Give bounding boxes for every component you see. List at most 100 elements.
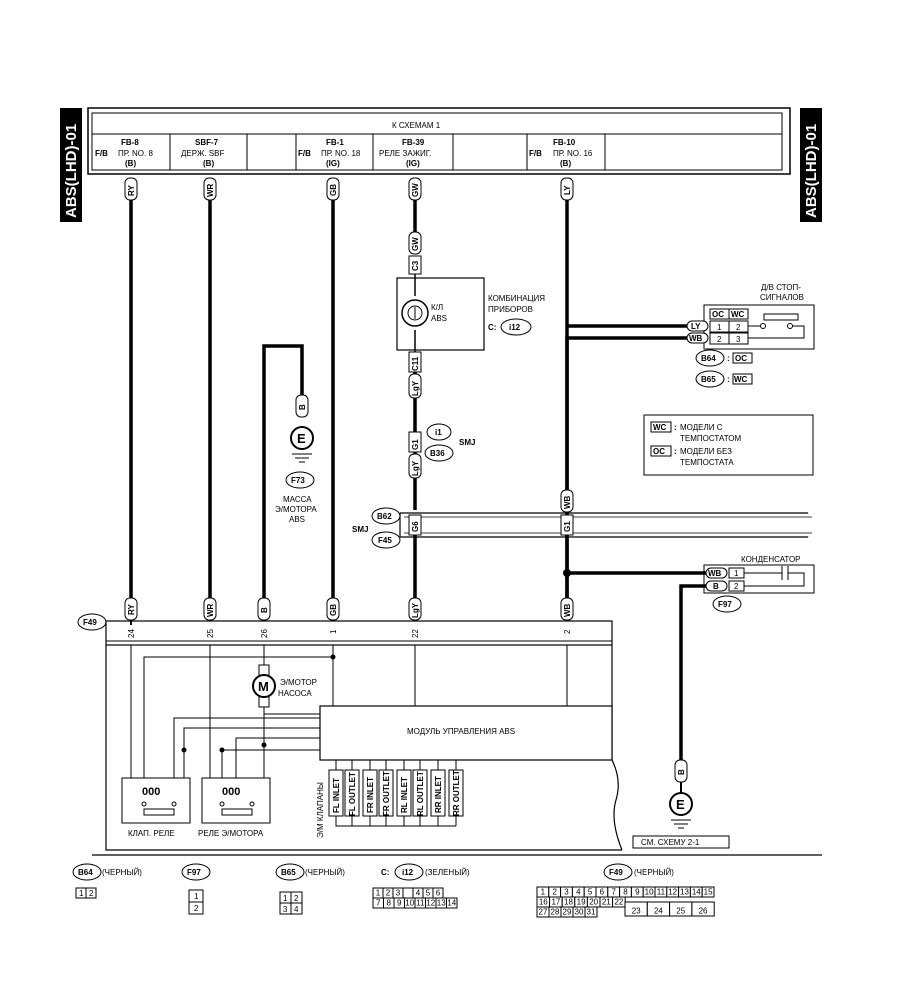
svg-text:F97: F97: [718, 600, 732, 609]
svg-text:LgY: LgY: [411, 602, 420, 618]
pin-number: 1: [541, 888, 546, 897]
svg-text:LgY: LgY: [411, 460, 420, 476]
svg-text:FR INLET: FR INLET: [366, 777, 375, 813]
ground-f73: E F73 МАССА Э/МОТОРА ABS: [275, 426, 317, 524]
svg-text:25: 25: [206, 629, 215, 638]
pin-number: 1: [376, 889, 381, 898]
svg-text:B65: B65: [701, 375, 716, 384]
svg-text:24: 24: [127, 629, 136, 638]
svg-text:RL INLET: RL INLET: [400, 777, 409, 813]
side-label-left: ABS(LHD)-01: [60, 108, 82, 222]
pin-number: 23: [632, 907, 641, 916]
ground-icon: [290, 426, 314, 450]
svg-text:3: 3: [283, 905, 288, 914]
svg-text:(ЗЕЛЕНЫЙ): (ЗЕЛЕНЫЙ): [425, 868, 470, 877]
pin-number: 11: [657, 888, 666, 897]
svg-text:B64: B64: [78, 868, 93, 877]
pin-number: 13: [680, 888, 689, 897]
svg-text:SMJ: SMJ: [352, 525, 368, 534]
pin-number: 10: [645, 888, 654, 897]
svg-text:FB-8: FB-8: [121, 138, 139, 147]
svg-text:F49: F49: [609, 868, 623, 877]
svg-text:Э/МОТОРА: Э/МОТОРА: [275, 505, 317, 514]
svg-text:G6: G6: [411, 521, 420, 532]
svg-text:C11: C11: [411, 356, 420, 371]
pin-number: 20: [589, 898, 598, 907]
svg-text:1: 1: [734, 569, 739, 578]
smj-lower: G6 G1 B62 F45 SMJ: [352, 507, 817, 549]
svg-text:G1: G1: [411, 439, 420, 450]
side-label-right: ABS(LHD)-01: [800, 108, 822, 222]
svg-text:КОНДЕНСАТОР: КОНДЕНСАТОР: [741, 555, 801, 564]
pin-number: 24: [654, 907, 663, 916]
svg-text:Э/МОТОР: Э/МОТОР: [280, 678, 317, 687]
svg-text:RR INLET: RR INLET: [434, 776, 443, 813]
svg-text::: :: [727, 354, 730, 363]
svg-text:000: 000: [222, 786, 240, 798]
svg-text:(B): (B): [125, 159, 136, 168]
wire-tag-lgy-upper: LgY: [408, 453, 422, 479]
connector-g1-upper: G1: [408, 431, 422, 453]
svg-text:RL OUTLET: RL OUTLET: [416, 771, 425, 816]
svg-text::: :: [674, 447, 677, 456]
svg-text:НАСОСА: НАСОСА: [278, 689, 312, 698]
pin-number: 11: [416, 899, 425, 908]
wire-tag-b-bottom: B: [257, 597, 271, 621]
module-title: МОДУЛЬ УПРАВЛЕНИЯ ABS: [407, 727, 515, 736]
svg-text:LgY: LgY: [411, 380, 420, 396]
svg-text:F/B: F/B: [298, 149, 311, 158]
pin-number: 2: [386, 889, 391, 898]
brake-light-switch: Д/В СТОП- СИГНАЛОВ OC WC 1 2 2 3 LY WB B…: [686, 283, 815, 388]
see-scheme: СМ. СХЕМУ 2-1: [641, 838, 700, 847]
svg-text:B: B: [298, 404, 307, 410]
svg-text:OC: OC: [653, 447, 665, 456]
svg-text:WR: WR: [206, 603, 215, 617]
svg-text:GW: GW: [411, 237, 420, 251]
svg-text:1: 1: [717, 323, 722, 332]
svg-text:FR OUTLET: FR OUTLET: [382, 771, 391, 816]
svg-text:B: B: [713, 582, 719, 591]
svg-text:МОДЕЛИ БЕЗ: МОДЕЛИ БЕЗ: [680, 447, 732, 456]
connector-view-b65: B65 (ЧЕРНЫЙ) 1 2 3 4: [275, 863, 345, 915]
pin-number: 12: [426, 899, 435, 908]
connector-views: B64 (ЧЕРНЫЙ) 1 2 F97 1 2 B65 (ЧЕРНЫЙ) 1: [72, 863, 715, 918]
pin-number: 3: [564, 888, 569, 897]
svg-text:B65: B65: [281, 868, 296, 877]
valve-relay: 000 КЛАП. РЕЛЕ: [121, 777, 191, 838]
pin-cell: [402, 887, 414, 899]
pin-number: 5: [426, 889, 431, 898]
wire-tag-lgy-bottom: LgY: [408, 597, 422, 621]
pin-number: 14: [447, 899, 456, 908]
svg-text:WC: WC: [653, 423, 667, 432]
pin-number: 2: [552, 888, 557, 897]
pin-cell: [691, 901, 715, 917]
abs-module: M Э/МОТОР НАСОСА МОДУЛЬ УПРАВЛЕНИЯ ABS F…: [105, 645, 623, 851]
pin-cell: [584, 906, 598, 918]
header-title: К СХЕМАМ 1: [392, 121, 441, 130]
svg-text:C:: C:: [488, 323, 496, 332]
svg-text:КЛАП. РЕЛЕ: КЛАП. РЕЛЕ: [128, 829, 175, 838]
svg-text:ABS: ABS: [431, 314, 447, 323]
wire-tag-ly-top: LY: [560, 177, 574, 201]
svg-text:i12: i12: [402, 868, 414, 877]
svg-text:МОДЕЛИ С: МОДЕЛИ С: [680, 423, 723, 432]
pin-number: 18: [564, 898, 573, 907]
svg-text:B36: B36: [430, 449, 445, 458]
pin-number: 27: [539, 908, 548, 917]
svg-text:SMJ: SMJ: [459, 438, 475, 447]
pin-number: 7: [376, 899, 381, 908]
svg-text:МАССА: МАССА: [283, 495, 312, 504]
pin-number: 16: [539, 898, 548, 907]
svg-text:(ЧЕРНЫЙ): (ЧЕРНЫЙ): [634, 868, 674, 877]
svg-text:000: 000: [142, 786, 160, 798]
svg-text:ПР. NO. 18: ПР. NO. 18: [321, 149, 361, 158]
svg-text:(B): (B): [560, 159, 571, 168]
svg-text:(B): (B): [203, 159, 214, 168]
pin-number: 8: [623, 888, 628, 897]
svg-text:2: 2: [89, 889, 94, 898]
ground-module: E СМ. СХЕМУ 2-1: [632, 782, 730, 849]
pin-number: 19: [577, 898, 586, 907]
wire-tag-gw-cluster: GW: [408, 231, 422, 255]
solenoid-valves: FL INLET FL OUTLET FR INLET FR OUTLET RL…: [316, 769, 464, 838]
